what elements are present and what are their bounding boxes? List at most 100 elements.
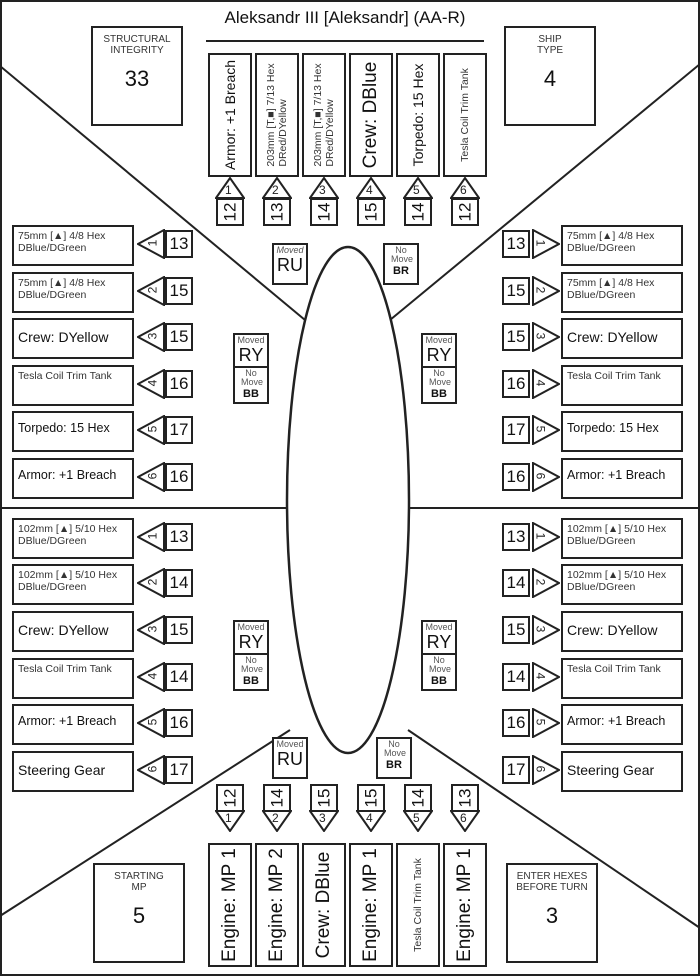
port-fore-slot[interactable]: Torpedo: 15 Hex (12, 411, 134, 452)
hit-target-number[interactable]: 13 (451, 784, 479, 812)
starting-mp-value[interactable]: 5 (132, 903, 146, 928)
bow-slot[interactable]: Torpedo: 15 Hex (396, 53, 440, 177)
movement-stern-right[interactable]: No Move BR (376, 737, 412, 779)
hit-target-number[interactable]: 14 (310, 198, 338, 226)
starboard-aft-slot[interactable]: 102mm [▲] 5/10 Hex DBlue/DGreen (561, 564, 683, 605)
bow-slot[interactable]: Armor: +1 Breach (208, 53, 252, 177)
bow-slot[interactable]: Tesla Coil Trim Tank (443, 53, 487, 177)
hit-target-number[interactable]: 13 (502, 523, 530, 551)
stern-slot[interactable]: Engine: MP 1 (443, 843, 487, 967)
starboard-aft-slot[interactable]: Tesla Coil Trim Tank (561, 658, 683, 699)
starboard-fore-slot[interactable]: Torpedo: 15 Hex (561, 411, 683, 452)
starting-mp-label: STARTING MP (114, 871, 164, 893)
slot-number-arrow-right-icon: 3 (532, 615, 560, 645)
bow-slot[interactable]: Crew: DBlue (349, 53, 393, 177)
port-aft-slot[interactable]: Armor: +1 Breach (12, 704, 134, 745)
hit-target-number[interactable]: 14 (165, 663, 193, 691)
starboard-aft-slot[interactable]: Crew: DYellow (561, 611, 683, 652)
starboard-aft-slot[interactable]: 102mm [▲] 5/10 Hex DBlue/DGreen (561, 518, 683, 559)
hit-target-number[interactable]: 15 (165, 277, 193, 305)
hit-target-number[interactable]: 17 (502, 416, 530, 444)
slot-number-arrow-left-icon: 2 (137, 568, 165, 598)
starboard-aft-slot[interactable]: Armor: +1 Breach (561, 704, 683, 745)
port-fore-slot[interactable]: Crew: DYellow (12, 318, 134, 359)
port-aft-slot[interactable]: 102mm [▲] 5/10 Hex DBlue/DGreen (12, 564, 134, 605)
component-label: 203mm [T,■] 7/13 Hex DRed/DYellow (312, 63, 336, 167)
port-aft-slot[interactable]: Crew: DYellow (12, 611, 134, 652)
bow-slot[interactable]: 203mm [T,■] 7/13 Hex DRed/DYellow (255, 53, 299, 177)
hit-target-number[interactable]: 13 (165, 230, 193, 258)
slot-number: 4 (366, 183, 373, 197)
hit-target-number[interactable]: 14 (263, 784, 291, 812)
component-label: Engine: MP 1 (360, 848, 381, 962)
hit-target-number[interactable]: 14 (502, 569, 530, 597)
hit-target-number[interactable]: 16 (165, 370, 193, 398)
hit-target-number[interactable]: 15 (357, 784, 385, 812)
component-label: 102mm [▲] 5/10 Hex DBlue/DGreen (567, 523, 667, 547)
starboard-fore-slot[interactable]: 75mm [▲] 4/8 Hex DBlue/DGreen (561, 272, 683, 313)
slot-number: 2 (272, 183, 279, 197)
hit-target-number[interactable]: 12 (451, 198, 479, 226)
component-label: Steering Gear (18, 762, 106, 778)
hit-target-value: 15 (360, 202, 380, 222)
movement-bow-left[interactable]: Moved RU (272, 243, 308, 285)
hit-target-number[interactable]: 12 (216, 198, 244, 226)
hit-target-number[interactable]: 15 (310, 784, 338, 812)
hit-target-number[interactable]: 14 (165, 569, 193, 597)
stern-slot[interactable]: Crew: DBlue (302, 843, 346, 967)
starboard-aft-slot[interactable]: Steering Gear (561, 751, 683, 792)
stern-slot[interactable]: Tesla Coil Trim Tank (396, 843, 440, 967)
hit-target-number[interactable]: 13 (165, 523, 193, 551)
movement-stern-left[interactable]: Moved RU (272, 737, 308, 779)
bow-slot[interactable]: 203mm [T,■] 7/13 Hex DRed/DYellow (302, 53, 346, 177)
hit-target-number[interactable]: 15 (165, 616, 193, 644)
hit-target-number[interactable]: 15 (357, 198, 385, 226)
component-label: Crew: DBlue (360, 61, 381, 169)
hit-target-number[interactable]: 16 (502, 370, 530, 398)
hit-target-number[interactable]: 15 (502, 277, 530, 305)
hit-target-number[interactable]: 14 (404, 198, 432, 226)
port-aft-slot[interactable]: Steering Gear (12, 751, 134, 792)
hit-target-number[interactable]: 14 (404, 784, 432, 812)
stern-slot[interactable]: Engine: MP 1 (349, 843, 393, 967)
hit-target-number[interactable]: 12 (216, 784, 244, 812)
port-fore-slot[interactable]: Armor: +1 Breach (12, 458, 134, 499)
enter-hexes-value[interactable]: 3 (545, 903, 559, 928)
starboard-fore-slot[interactable]: 75mm [▲] 4/8 Hex DBlue/DGreen (561, 225, 683, 266)
hit-target-number[interactable]: 17 (165, 416, 193, 444)
port-fore-slot[interactable]: Tesla Coil Trim Tank (12, 365, 134, 406)
starboard-fore-slot[interactable]: Crew: DYellow (561, 318, 683, 359)
slot-number: 2 (145, 286, 160, 294)
movement-bow-right[interactable]: No Move BR (383, 243, 419, 285)
stern-slot[interactable]: Engine: MP 1 (208, 843, 252, 967)
port-aft-slot[interactable]: 102mm [▲] 5/10 Hex DBlue/DGreen (12, 518, 134, 559)
hit-target-number[interactable]: 17 (165, 756, 193, 784)
hit-target-number[interactable]: 14 (502, 663, 530, 691)
hit-target-number[interactable]: 16 (502, 463, 530, 491)
hit-target-number[interactable]: 15 (165, 323, 193, 351)
hit-target-number[interactable]: 16 (165, 463, 193, 491)
port-fore-slot[interactable]: 75mm [▲] 4/8 Hex DBlue/DGreen (12, 272, 134, 313)
hit-target-number[interactable]: 13 (263, 198, 291, 226)
hit-target-number[interactable]: 13 (502, 230, 530, 258)
slot-number-arrow-down-icon: 5 (403, 810, 433, 832)
hit-target-number[interactable]: 16 (502, 709, 530, 737)
starboard-fore-slot[interactable]: Armor: +1 Breach (561, 458, 683, 499)
stern-slot[interactable]: Engine: MP 2 (255, 843, 299, 967)
hit-target-number[interactable]: 15 (502, 616, 530, 644)
structural-integrity-value[interactable]: 33 (124, 66, 150, 91)
component-label: Armor: +1 Breach (18, 468, 117, 482)
starboard-fore-slot[interactable]: Tesla Coil Trim Tank (561, 365, 683, 406)
slot-number-arrow-down-icon: 3 (309, 810, 339, 832)
hit-target-number[interactable]: 15 (502, 323, 530, 351)
port-fore-slot[interactable]: 75mm [▲] 4/8 Hex DBlue/DGreen (12, 225, 134, 266)
slot-number-arrow-right-icon: 3 (532, 322, 560, 352)
ship-type-value[interactable]: 4 (543, 66, 557, 91)
hit-target-number[interactable]: 16 (165, 709, 193, 737)
hit-target-number[interactable]: 17 (502, 756, 530, 784)
port-aft-slot[interactable]: Tesla Coil Trim Tank (12, 658, 134, 699)
